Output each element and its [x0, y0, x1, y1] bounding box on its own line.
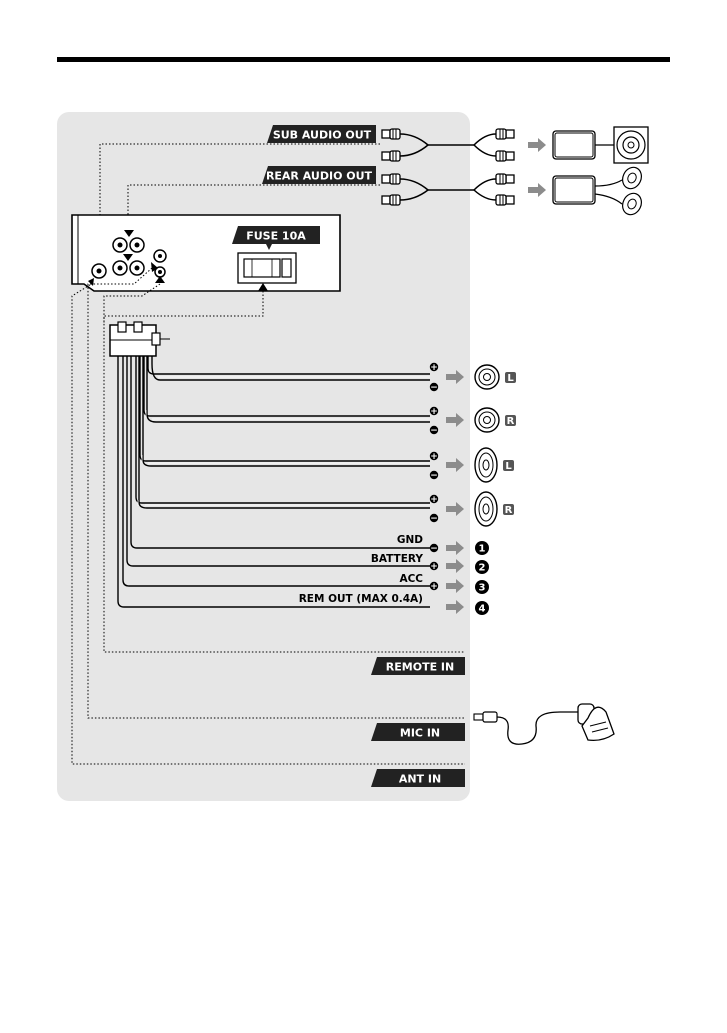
- remote-in-tag: REMOTE IN: [371, 657, 465, 675]
- svg-text:ANT IN: ANT IN: [399, 773, 441, 786]
- svg-text:2: 2: [479, 563, 486, 574]
- svg-text:R: R: [507, 416, 515, 427]
- svg-text:−: −: [430, 471, 438, 481]
- svg-text:−: −: [430, 383, 438, 393]
- svg-text:−: −: [430, 544, 438, 554]
- amplifier-icon-rear: [553, 176, 595, 204]
- rear-out-arrow: [528, 183, 546, 197]
- svg-text:3: 3: [479, 583, 486, 594]
- header-rule: [57, 57, 670, 62]
- gnd-label: GND: [397, 534, 423, 546]
- svg-text:−: −: [430, 514, 438, 524]
- rear-left-channel-badge: L: [503, 460, 514, 472]
- battery-number-badge: 2: [475, 560, 489, 574]
- svg-text:−: −: [430, 426, 438, 436]
- front-right-speaker-icon: [475, 408, 499, 432]
- acc-number-badge: 3: [475, 580, 489, 594]
- svg-text:L: L: [505, 461, 512, 472]
- fuse-tag: FUSE 10A: [232, 226, 320, 244]
- rem-out-label: REM OUT (MAX 0.4A): [299, 593, 423, 605]
- rear-left-speaker-icon: [475, 448, 497, 482]
- svg-text:4: 4: [479, 604, 486, 615]
- svg-text:FUSE 10A: FUSE 10A: [246, 230, 306, 243]
- sub-out-arrow: [528, 138, 546, 152]
- microphone-icon: [474, 704, 614, 744]
- ant-in-tag: ANT IN: [371, 769, 465, 787]
- amplifier-icon-sub: [553, 131, 595, 159]
- rear-speaker-pair-icon: [595, 164, 645, 218]
- subwoofer-icon: [614, 127, 648, 163]
- svg-text:+: +: [430, 363, 438, 373]
- svg-text:+: +: [430, 562, 438, 572]
- rear-right-channel-badge: R: [503, 504, 514, 516]
- svg-text:REAR AUDIO OUT: REAR AUDIO OUT: [266, 170, 373, 183]
- acc-label: ACC: [399, 573, 423, 585]
- svg-text:SUB AUDIO OUT: SUB AUDIO OUT: [273, 129, 372, 142]
- battery-label: BATTERY: [371, 553, 424, 565]
- svg-text:L: L: [507, 373, 514, 384]
- gnd-number-badge: 1: [475, 541, 489, 555]
- svg-text:R: R: [505, 505, 513, 516]
- svg-text:REMOTE IN: REMOTE IN: [386, 661, 454, 674]
- svg-text:+: +: [430, 582, 438, 592]
- mic-in-tag: MIC IN: [371, 723, 465, 741]
- sub-audio-out-tag: SUB AUDIO OUT: [267, 125, 376, 143]
- rear-right-speaker-icon: [475, 492, 497, 526]
- svg-text:MIC IN: MIC IN: [400, 727, 440, 740]
- fuse-connector-socket: [238, 253, 296, 283]
- svg-text:+: +: [430, 495, 438, 505]
- svg-text:+: +: [430, 452, 438, 462]
- rem-out-number-badge: 4: [475, 601, 489, 615]
- front-left-channel-badge: L: [505, 372, 516, 384]
- svg-text:1: 1: [479, 544, 486, 555]
- svg-text:+: +: [430, 407, 438, 417]
- front-left-speaker-icon: [475, 365, 499, 389]
- front-right-channel-badge: R: [505, 415, 516, 427]
- rear-audio-out-tag: REAR AUDIO OUT: [262, 166, 376, 184]
